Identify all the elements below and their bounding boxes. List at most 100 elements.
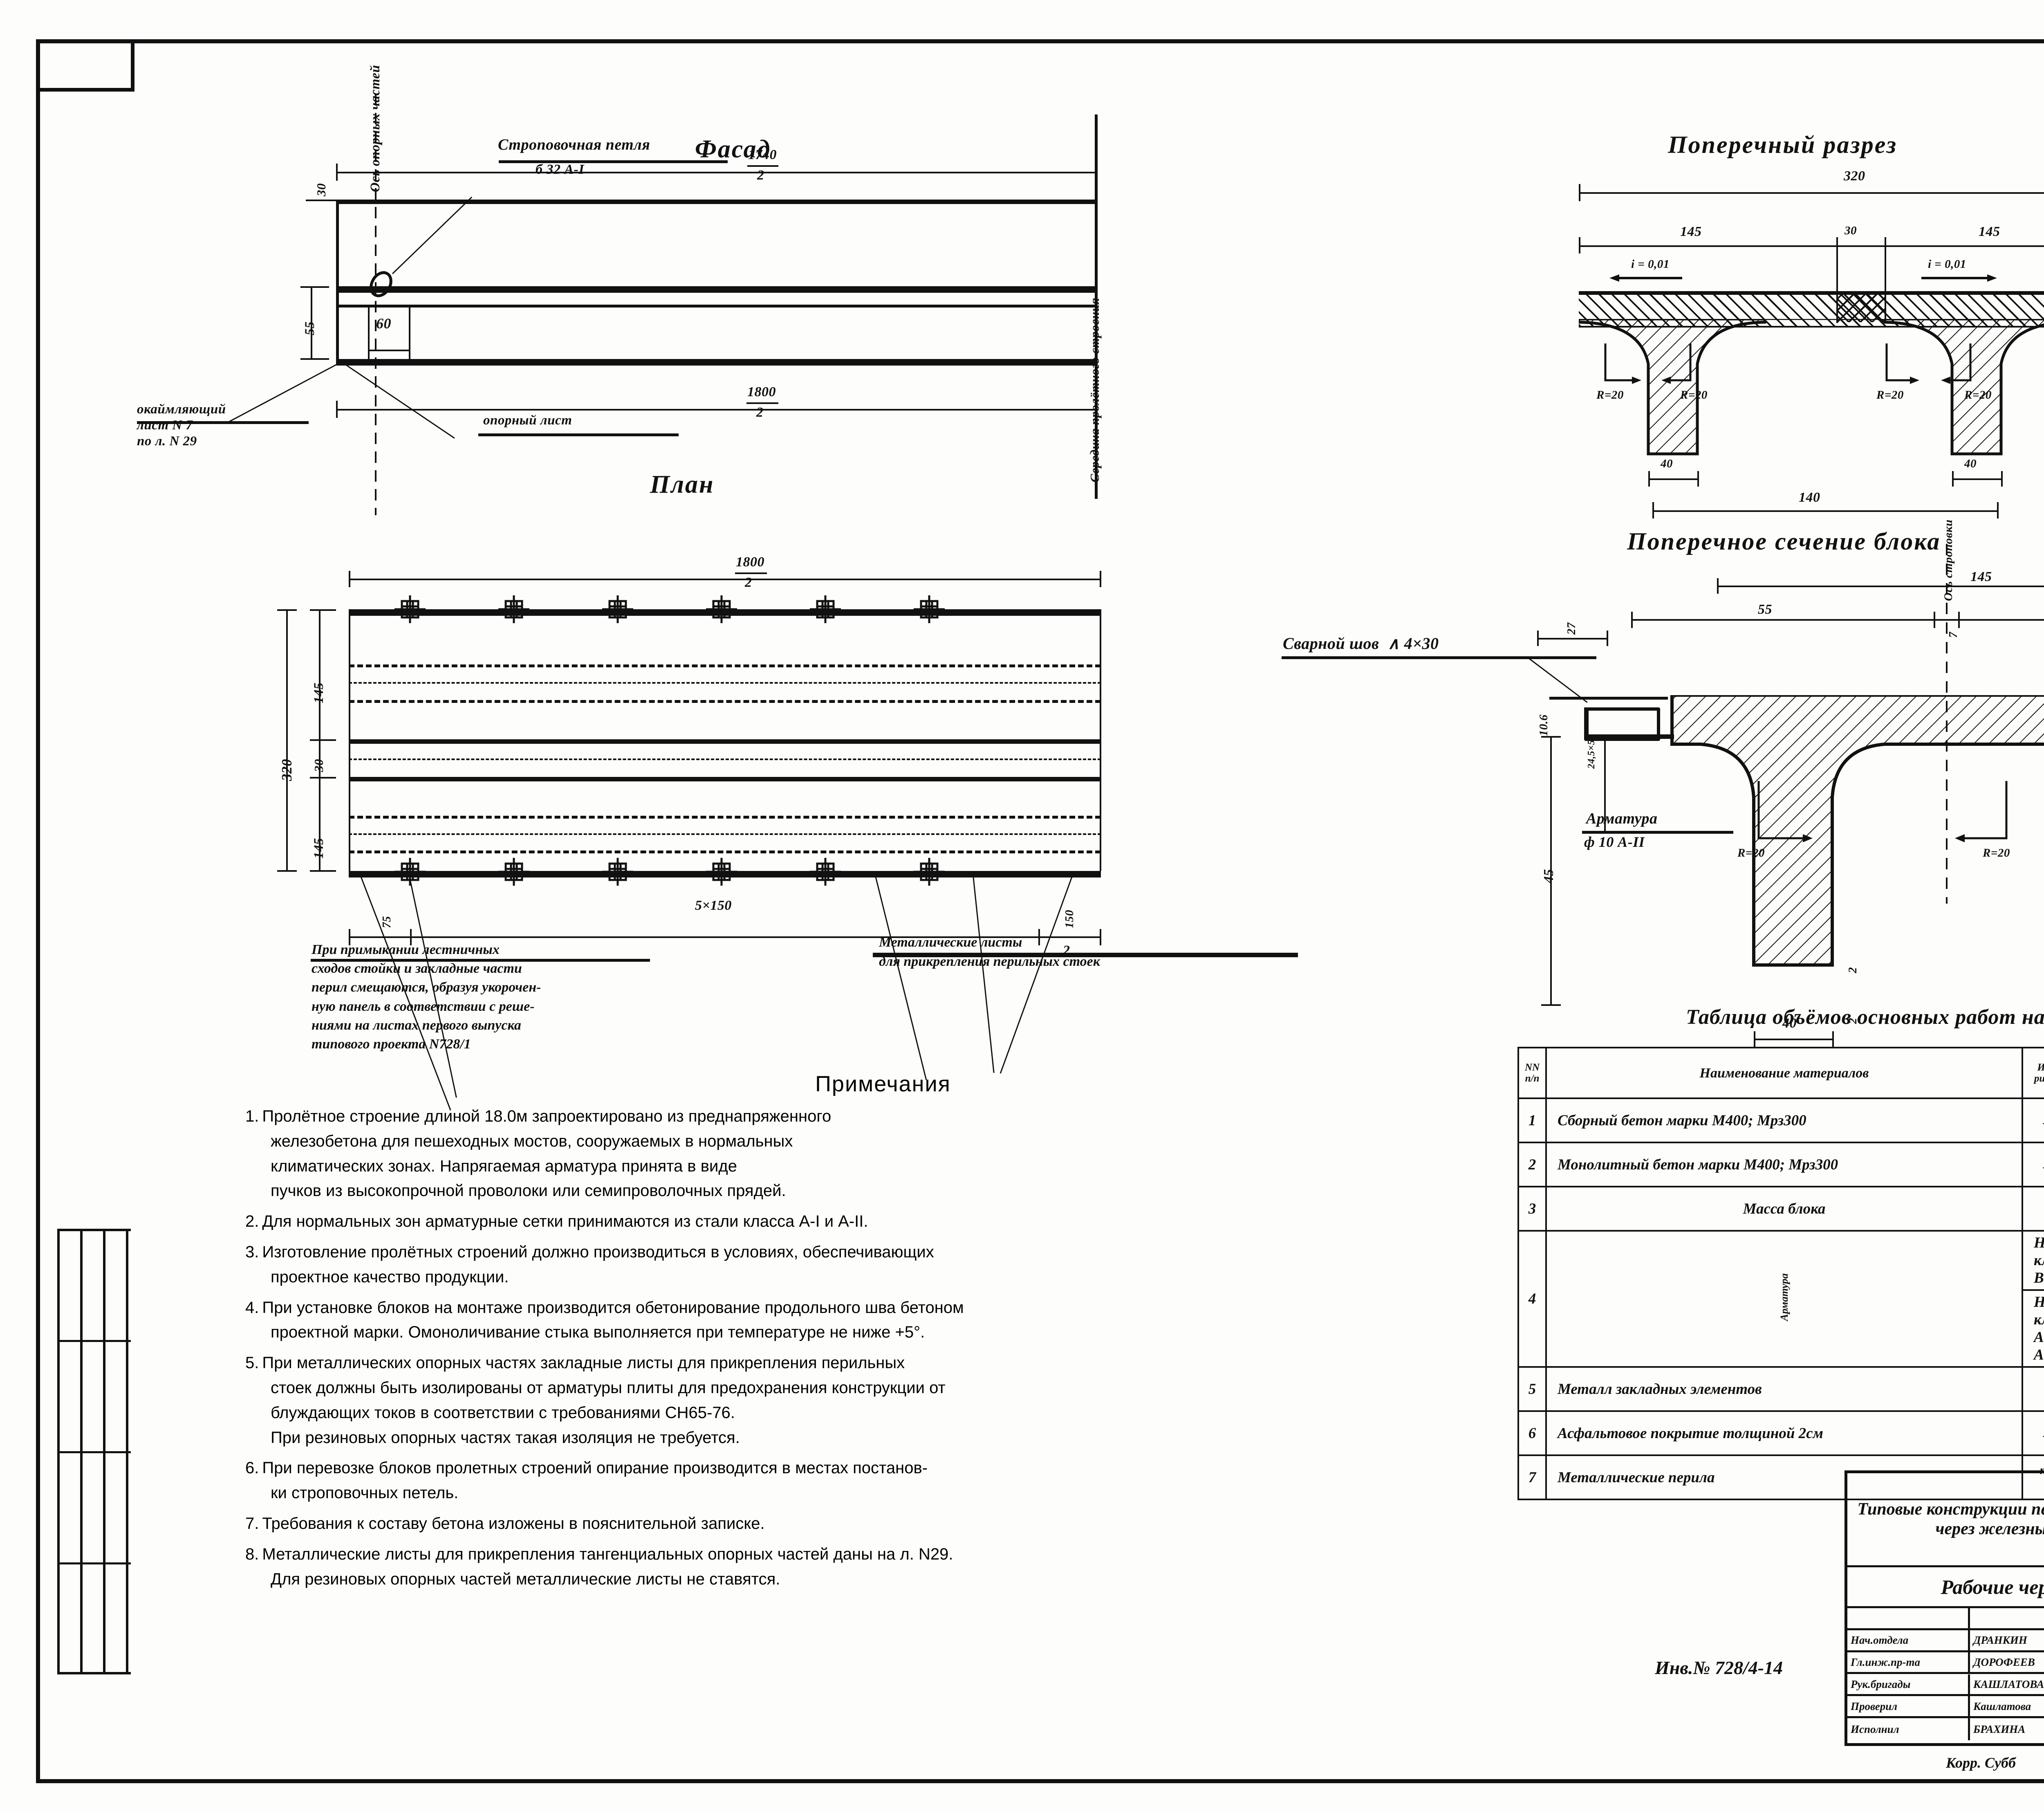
plan-bottom-tick-0 [349, 929, 350, 945]
edging-sheet-label: окаймляющий лист N 7 по л. N 29 [137, 402, 226, 449]
cell-num: 5 [1517, 1366, 1547, 1412]
cs-dim-30: 30 [1845, 224, 1857, 237]
plan-rib-dash-2 [349, 700, 1101, 703]
note-line: При резиновых опорных частях такая изоля… [271, 1428, 740, 1447]
sheet-border [36, 39, 2044, 1783]
facade-dim-1740-tick-r [1095, 164, 1096, 181]
bs-dim-40-tick-l [1754, 1031, 1755, 1047]
bs-dim-top-line [1631, 619, 2044, 621]
rebar-spec: ф 10 А-II [1584, 834, 1645, 850]
plan-dim-75: 75 [380, 916, 393, 928]
facade-dim-30: 30 [314, 183, 328, 196]
volumes-table-block: Таблица объёмов основных работ на пролёт… [1517, 1005, 2044, 1501]
note-item: 5.При металлических опорных частях закла… [245, 1351, 1521, 1450]
plan-dim-1800-tick-r [1100, 571, 1101, 587]
cs-dim-40-right: 40 [1964, 457, 1977, 470]
cs-dim-320: 320 [1844, 168, 1865, 184]
plan-dim-320: 320 [279, 759, 295, 781]
tb-sign-role: Проверил [1847, 1696, 1970, 1719]
tb-sign-role: Нач.отдела [1847, 1630, 1970, 1652]
facade-left-end [336, 200, 339, 360]
cs-slope-arrow-left [1609, 274, 1682, 282]
bs-dim-top-tick-0 [1631, 612, 1633, 628]
facade-title: Фасад [695, 135, 771, 163]
facade-dim-1740-frac [747, 165, 778, 167]
bearing-sheet-underline [478, 433, 679, 436]
bs-r20-leaders [1757, 781, 2008, 842]
plan-dim-tick-a [310, 609, 336, 611]
lifting-loop-icon [370, 271, 392, 297]
cell-material-name: Масса блока [1545, 1186, 2023, 1232]
note-line: ки строповочных петель. [271, 1484, 459, 1502]
plan-title: План [650, 471, 715, 498]
cell-unit: м3 [2022, 1097, 2044, 1144]
facade-dim-1800-frac [746, 402, 778, 404]
facade-top-edge [336, 200, 1096, 204]
bs-dim-45l-tick-b [1541, 1004, 1561, 1006]
cs-dim-40r-tick-r [2001, 471, 2003, 487]
block-section-title: Поперечное сечение блока [1627, 528, 1941, 555]
plan-dim-30: 30 [312, 759, 326, 772]
plan-dim-320-tick-t [277, 609, 297, 611]
plan-dim-320-line [286, 609, 288, 871]
bs-dim-45-left: 45 [1541, 869, 1556, 883]
cs-dim-40r-tick-l [1952, 471, 1954, 487]
note-number: 6. [245, 1459, 259, 1477]
bs-dim-40-tick-r [1832, 1031, 1834, 1047]
cell-num: 4 [1517, 1230, 1547, 1368]
th-unit: Изме- ритель [2022, 1046, 2044, 1100]
notes-section: Примечания 1.Пролётное строение длиной 1… [245, 1071, 1521, 1597]
cell-num: 2 [1517, 1142, 1547, 1188]
plan-dim-1800-den: 2 [745, 575, 752, 590]
note-line: пучков из высокопрочной проволоки или се… [271, 1182, 786, 1200]
bs-dim-7: 7 [1947, 632, 1960, 638]
bs-dim-40-line [1754, 1039, 1832, 1040]
lifting-loop-spec: б 32 А-I [536, 162, 585, 177]
note-item: 8.Металлические листы для прикрепления т… [245, 1542, 1521, 1592]
rebar-underline [1582, 831, 1733, 834]
plan-bottom-tick-2 [1038, 929, 1040, 945]
cell-material-name: Сборный бетон марки М400; Мрз300 [1545, 1097, 2023, 1144]
facade-midspan-label: Середина пролётного строения [1087, 298, 1102, 482]
bs-dim-24x55: 24,5×55 [1586, 734, 1597, 769]
facade-dim-1800-num: 1800 [747, 384, 776, 399]
facade-dim-1740-line [336, 172, 1096, 173]
bearing-sheet-label: опорный лист [483, 413, 572, 428]
cell-material-name: Монолитный бетон марки М400; Мрз300 [1545, 1142, 2023, 1188]
cell-unit: м3 [2022, 1142, 2044, 1188]
block-slab-left-top [1549, 697, 1668, 700]
cell-material-name: Асфальтовое покрытие толщиной 2см [1545, 1410, 2023, 1456]
lifting-loop-label-underline [499, 160, 728, 163]
cs-dim-40l-tick-r [1697, 471, 1699, 487]
plan-rib-dash-3 [349, 816, 1101, 819]
edging-sheet-underline [137, 421, 309, 424]
block-embedded-plate-bottom [1584, 734, 1674, 739]
plan-dim-1800-tick-l [349, 571, 350, 587]
tb-doc-kind: Рабочие чертежи [1847, 1567, 2044, 1608]
tb-sign-header-role [1847, 1608, 1970, 1630]
weld-label: Сварной шов ∧ 4×30 [1283, 634, 1439, 653]
bs-dim-27-tick-l [1537, 631, 1539, 646]
title-block: Типовые конструкции пешеходных мостов че… [1845, 1470, 2044, 1746]
bs-dim-40: 40 [1782, 1016, 1797, 1031]
cs-dim-140-tick-r [1997, 502, 1999, 518]
note-line: Металлические листы для прикрепления тан… [262, 1545, 953, 1563]
cell-unit: кг [2022, 1366, 2044, 1412]
sheet-border-notch-vertical [131, 39, 134, 92]
cs-r20-leaders [1604, 343, 1972, 384]
plan-rib-dashdot-2 [349, 833, 1101, 835]
facade-dim-1740-den: 2 [757, 168, 764, 183]
facade-dim-55: 55 [303, 321, 317, 335]
bs-dim-27-line [1537, 638, 1607, 640]
cell-num: 7 [1517, 1454, 1547, 1501]
plan-dim-tick-c [310, 777, 336, 779]
plan-dim-5x150: 5×150 [695, 898, 732, 913]
plan-embedded-plates-bottom [394, 858, 945, 886]
tb-sign-name: КАШЛАТОВА [1970, 1674, 2044, 1697]
facade-dim-1740-num: 1740 [748, 147, 777, 162]
facade-bearing-plate-right [409, 305, 410, 359]
plan-rib-dashdot-1 [349, 682, 1101, 684]
bs-lift-axis-label: Ось строповки [1942, 519, 1955, 601]
note-line: Пролётное строение длиной 18.0м запроект… [262, 1107, 831, 1125]
